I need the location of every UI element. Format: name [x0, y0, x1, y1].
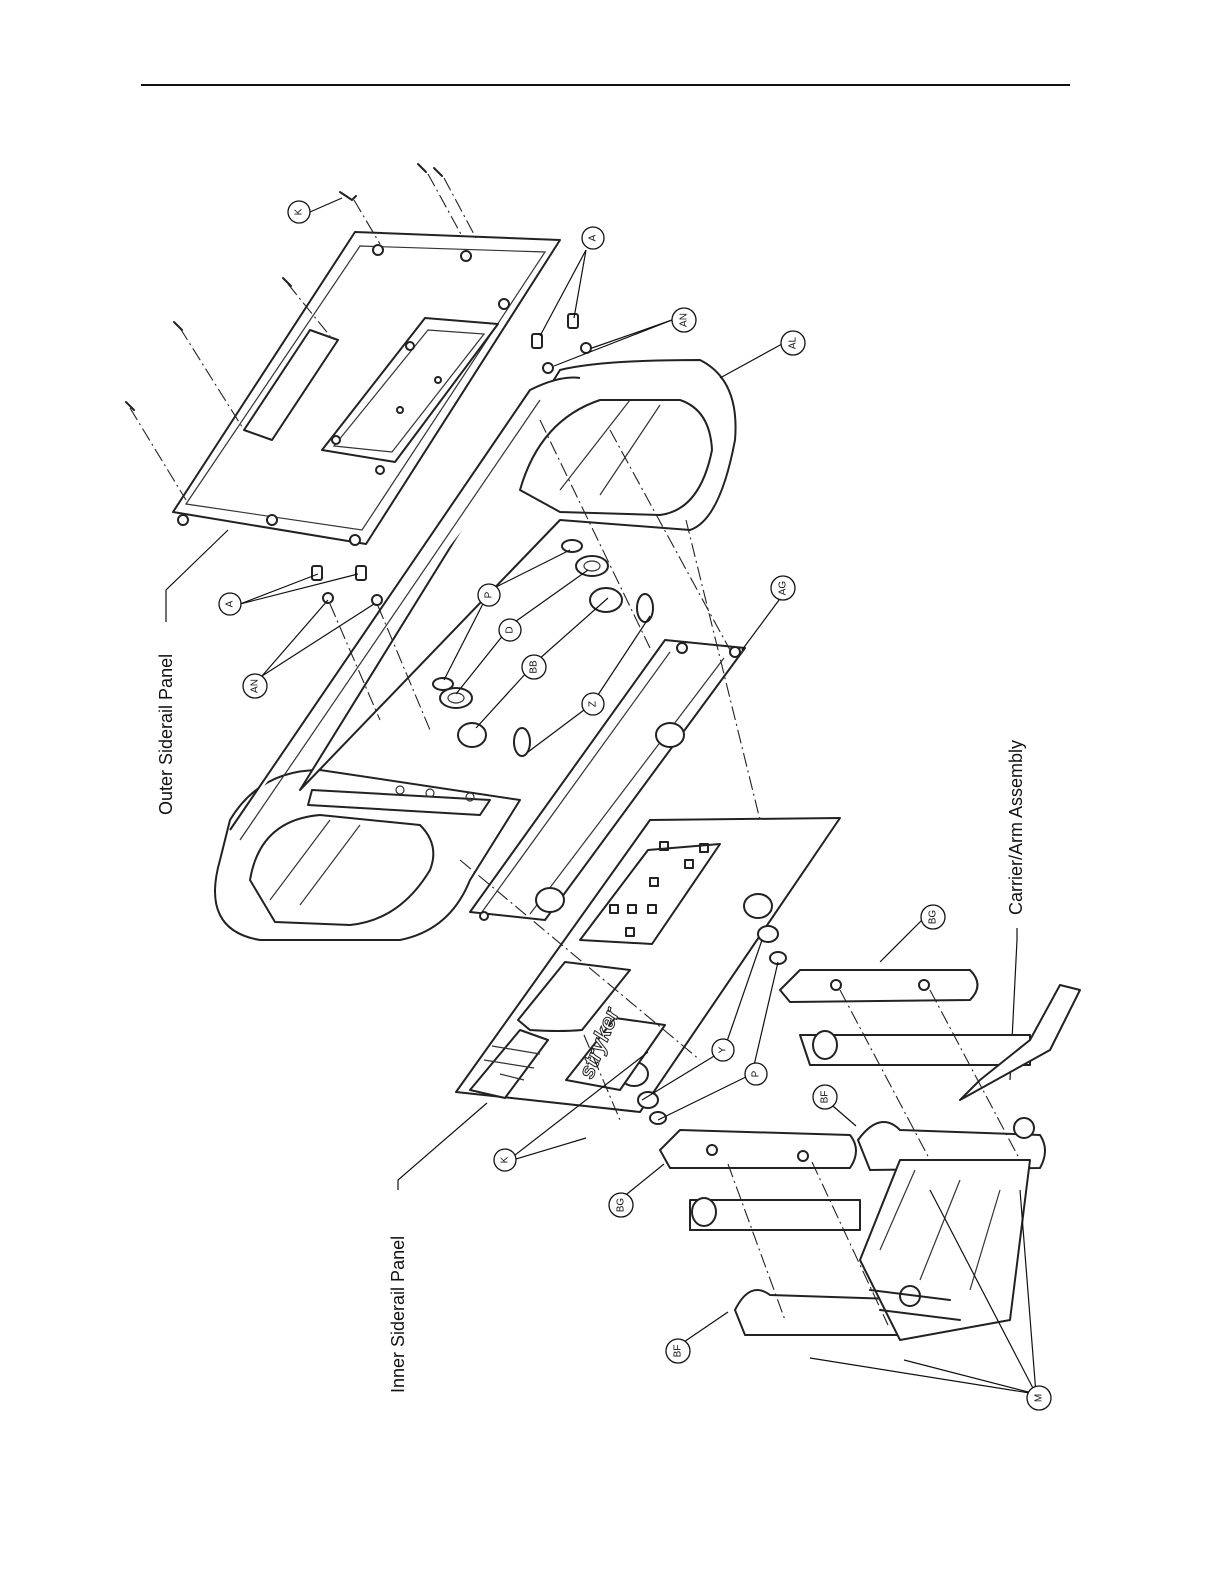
callout-bf-left: BF: [666, 1339, 690, 1363]
svg-text:K: K: [500, 1156, 511, 1163]
svg-text:Y: Y: [718, 1046, 729, 1053]
callout-an-right: AN: [672, 308, 696, 332]
callout-y: Y: [712, 1039, 734, 1061]
svg-text:Z: Z: [588, 701, 599, 707]
inner-siderail-panel-label: Inner Siderail Panel: [388, 1236, 408, 1393]
svg-text:K: K: [294, 208, 305, 215]
callout-z: Z: [582, 693, 604, 715]
svg-text:A: A: [225, 600, 236, 607]
callout-al: AL: [781, 331, 805, 355]
callout-a-right: A: [582, 227, 604, 249]
svg-text:BB: BB: [529, 660, 540, 674]
svg-text:BF: BF: [820, 1091, 831, 1104]
callout-p-bottom: P: [745, 1063, 767, 1085]
svg-text:AN: AN: [679, 313, 690, 327]
callout-d: D: [499, 619, 521, 641]
svg-text:AG: AG: [778, 581, 789, 596]
callout-p-top: P: [478, 584, 500, 606]
callout-k-bottom: K: [494, 1149, 516, 1171]
callout-bf-right: BF: [813, 1085, 837, 1109]
callout-bb: BB: [522, 655, 546, 679]
svg-text:AN: AN: [250, 679, 261, 693]
outer-panel-label-leader: [166, 530, 228, 622]
callout-ag: AG: [771, 576, 795, 600]
svg-text:M: M: [1034, 1394, 1045, 1402]
callout-m: M: [1027, 1386, 1051, 1410]
callout-bg-left: BG: [609, 1193, 633, 1217]
svg-text:D: D: [505, 626, 516, 633]
svg-text:A: A: [588, 234, 599, 241]
callout-k-top: K: [288, 201, 310, 223]
inner-panel-label-leader: [398, 1103, 487, 1190]
svg-text:AL: AL: [788, 336, 799, 349]
callout-a-left: A: [219, 593, 241, 615]
carrier-arm-assembly-label: Carrier/Arm Assembly: [1006, 740, 1026, 915]
svg-text:P: P: [484, 591, 495, 598]
callout-an-left: AN: [243, 674, 267, 698]
svg-text:BF: BF: [673, 1345, 684, 1358]
svg-text:P: P: [751, 1070, 762, 1077]
callout-bg-right: BG: [921, 905, 945, 929]
outer-siderail-panel-label: Outer Siderail Panel: [156, 654, 176, 815]
svg-text:BG: BG: [616, 1198, 627, 1213]
svg-text:BG: BG: [928, 910, 939, 925]
